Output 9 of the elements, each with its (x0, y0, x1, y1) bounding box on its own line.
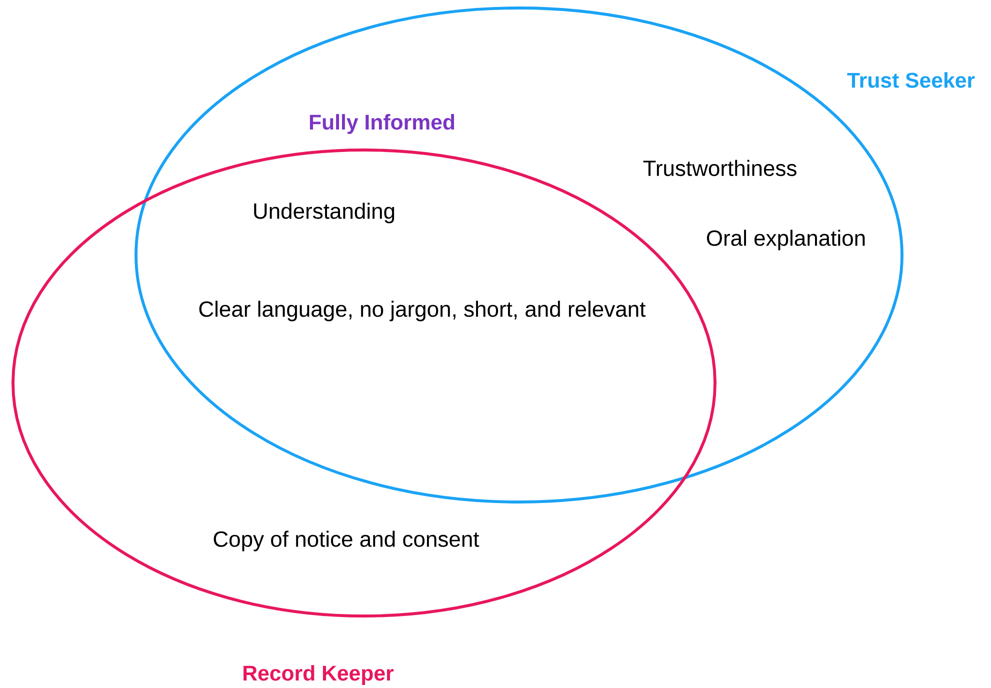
set-item: Trustworthiness (643, 160, 796, 176)
venn-ellipse (134, 6, 904, 504)
intersection-title: Fully Informed (310, 114, 454, 134)
set-item: Copy of notice and consent (214, 530, 480, 552)
set-item: Understanding (254, 202, 394, 224)
set-item: Oral explanation (706, 230, 865, 250)
set-title: Trust Seeker (847, 72, 975, 88)
set-item: Clear language, no jargon, short, and relevant (199, 300, 646, 322)
set-title: Record Keeper (244, 665, 394, 685)
